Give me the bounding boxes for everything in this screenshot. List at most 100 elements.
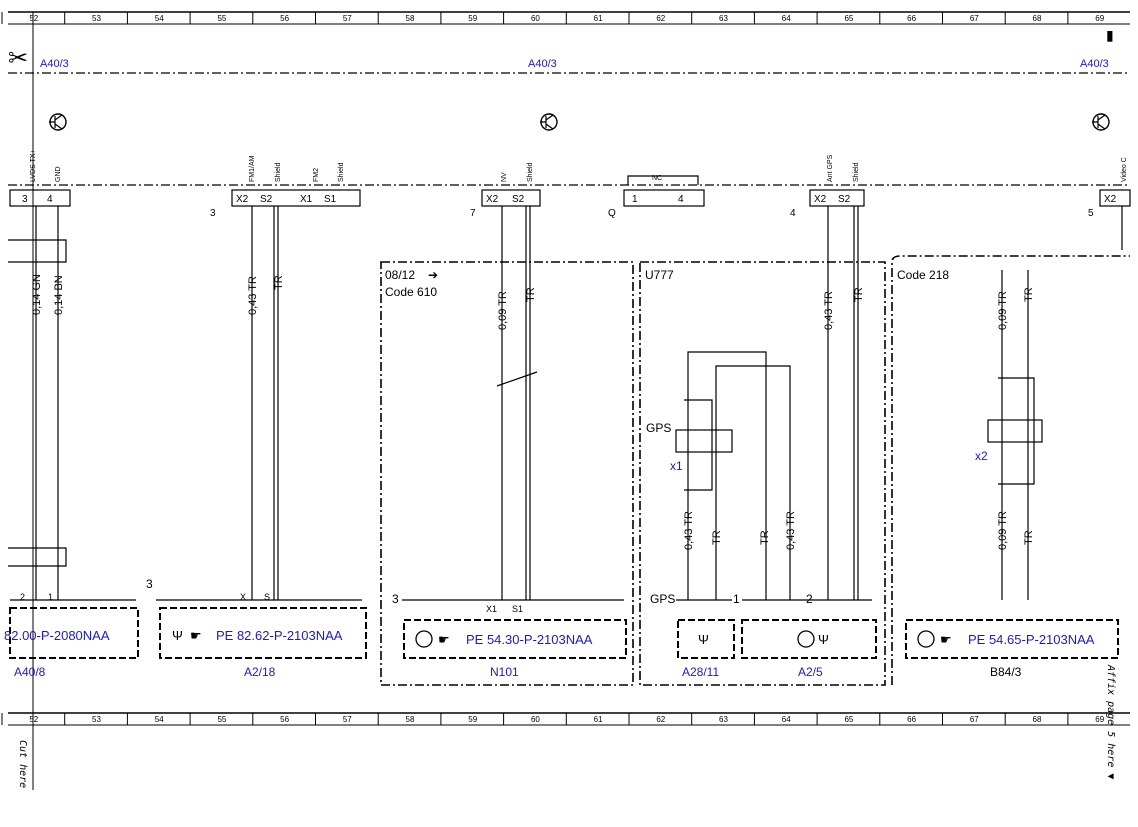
nc-label: NC <box>652 175 662 182</box>
grid-column-number: 52 <box>29 14 38 23</box>
antenna-icon: Ψ <box>818 632 829 647</box>
scissors-icon: ✂ <box>8 45 28 72</box>
connector-id: x1 <box>670 459 683 473</box>
pin-name: Shield <box>338 162 345 182</box>
module-label-center: A40/3 <box>528 58 557 70</box>
doc-reference-link[interactable]: PE 54.30-P-2103NAA <box>466 632 593 647</box>
pin-number: 1 <box>48 592 53 602</box>
pin-name: GND <box>55 166 62 182</box>
pin-number: X2 <box>486 194 499 205</box>
pin-name: Shield <box>853 162 860 182</box>
grid-column-number: 64 <box>782 715 791 724</box>
wire-label: 0,09 TR <box>997 291 1009 330</box>
component-label: B84/3 <box>990 665 1022 679</box>
grid-column-number: 55 <box>217 14 226 23</box>
grid-column-number: 62 <box>656 715 665 724</box>
antenna-icon: Ψ <box>172 628 183 643</box>
gps-label: GPS <box>650 592 675 606</box>
pointing-hand-icon: ☛ <box>190 628 202 643</box>
connector-id: x2 <box>975 449 988 463</box>
doc-reference-link[interactable]: PE 82.62-P-2103NAA <box>216 628 343 643</box>
cut-here-text: Cut here <box>17 740 28 788</box>
component-box-a28-11 <box>677 619 735 659</box>
transistor-icon <box>1092 113 1110 131</box>
connector-number: 3 <box>146 577 153 591</box>
grid-column-number: 53 <box>92 14 101 23</box>
pin-number: 2 <box>20 592 25 602</box>
grid-column-number: 66 <box>907 14 916 23</box>
transistor-icon <box>797 630 815 648</box>
grid-column-number: 65 <box>844 14 853 23</box>
arrow-right-icon: ➔ <box>428 268 438 282</box>
pin-number: X <box>240 592 246 602</box>
grid-column-number: 58 <box>406 715 415 724</box>
grid-column-number: 67 <box>970 715 979 724</box>
grid-column-number: 69 <box>1095 14 1104 23</box>
connector-number: 3 <box>392 592 399 606</box>
pointing-hand-icon: ☛ <box>940 632 952 647</box>
antenna-icon: Ψ <box>698 632 709 647</box>
component-label: N101 <box>490 665 519 679</box>
doc-reference-link[interactable]: 82.00-P-2080NAA <box>4 628 110 643</box>
connector-number: 7 <box>470 208 476 219</box>
wire-label: TR <box>853 287 865 302</box>
grid-column-number: 66 <box>907 715 916 724</box>
code-label: U777 <box>645 268 674 282</box>
component-box-b84-3 <box>905 619 1119 659</box>
grid-column-number: 59 <box>468 14 477 23</box>
wire-label: 0,43 TR <box>683 511 695 550</box>
pin-number: 1 <box>632 194 638 205</box>
pin-name: FM2 <box>313 168 320 182</box>
wire-label: 0,09 TR <box>497 291 509 330</box>
transistor-icon <box>415 630 433 648</box>
pin-number: S1 <box>324 194 337 205</box>
wire-label: 0,14 BN <box>53 275 65 315</box>
pin-name: NV <box>501 172 508 182</box>
wire-label: 0,43 TR <box>823 291 835 330</box>
grid-column-number: 53 <box>92 715 101 724</box>
gps-connector-x1 <box>675 399 733 491</box>
pin-number: X2 <box>236 194 249 205</box>
pin-number: S <box>264 592 270 602</box>
grid-column-number: 68 <box>1033 715 1042 724</box>
grid-column-number: 54 <box>155 715 164 724</box>
component-label: A40/8 <box>14 665 46 679</box>
u777-box <box>639 261 886 686</box>
wire-label: TR <box>711 530 723 545</box>
wire-label: 0,43 TR <box>785 511 797 550</box>
grid-column-number: 67 <box>970 14 979 23</box>
connector-x2 <box>987 377 1043 485</box>
gps-label: GPS <box>646 421 671 435</box>
grid-column-number: 64 <box>782 14 791 23</box>
doc-reference-link[interactable]: PE 54.65-P-2103NAA <box>968 632 1095 647</box>
grid-column-number: 56 <box>280 14 289 23</box>
grid-column-number: 62 <box>656 14 665 23</box>
grid-column-number: 60 <box>531 14 540 23</box>
grid-column-number: 52 <box>29 715 38 724</box>
grid-column-number: 63 <box>719 14 728 23</box>
affix-page-text: Affix page 5 here ▼ <box>1105 664 1116 779</box>
nc-bracket <box>627 175 699 185</box>
wire-label: TR <box>273 275 285 290</box>
wire-label: TR <box>1023 530 1035 545</box>
wire-label: TR <box>759 530 771 545</box>
code-218-box <box>891 255 1130 685</box>
grid-column-number: 58 <box>406 14 415 23</box>
grid-column-number: 61 <box>594 14 603 23</box>
code-label: 08/12 <box>385 268 415 282</box>
pin-name: Shield <box>275 162 282 182</box>
page-corner-icon: ▮ <box>1106 27 1114 43</box>
pin-name: Shield <box>527 162 534 182</box>
grid-column-number: 68 <box>1033 14 1042 23</box>
pin-name: Video C <box>1121 157 1128 182</box>
connector-number: 1 <box>733 592 740 606</box>
wire-label: TR <box>525 287 537 302</box>
grid-column-number: 63 <box>719 715 728 724</box>
pin-number: S2 <box>512 194 525 205</box>
connector-number: 3 <box>210 208 216 219</box>
transistor-icon <box>49 113 67 131</box>
pin-number: X1 <box>300 194 313 205</box>
